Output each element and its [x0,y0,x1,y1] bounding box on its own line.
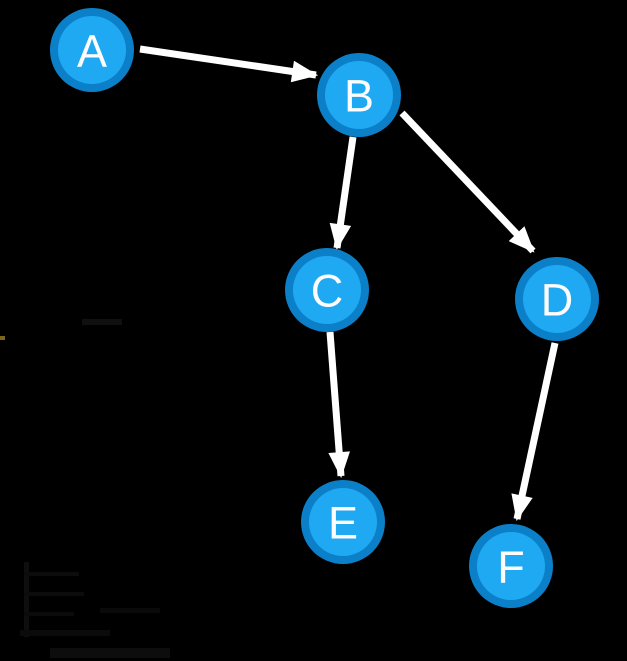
node-C-body [293,256,361,324]
edge-B-C [329,136,357,251]
node-D-body [523,265,591,333]
node-E-label: E [328,498,358,549]
node-A-label: A [77,26,107,77]
edge-C-E [326,331,351,479]
node-A-body [58,16,126,84]
node-C[interactable]: C [285,248,369,332]
node-A[interactable]: A [50,8,134,92]
edge-D-F [511,342,559,522]
node-D-label: D [541,275,574,326]
node-B-label: B [344,71,374,122]
node-D[interactable]: D [515,257,599,341]
edge-A-B [139,45,319,83]
node-F-label: F [497,542,525,593]
edges-layer [139,45,559,522]
edge-B-D [399,110,536,254]
node-E-body [309,488,377,556]
node-C-label: C [311,266,344,317]
node-B[interactable]: B [317,53,401,137]
node-F[interactable]: F [469,524,553,608]
node-F-body [477,532,545,600]
node-E[interactable]: E [301,480,385,564]
node-B-body [325,61,393,129]
nodes-layer: A B C D E F [50,8,599,608]
